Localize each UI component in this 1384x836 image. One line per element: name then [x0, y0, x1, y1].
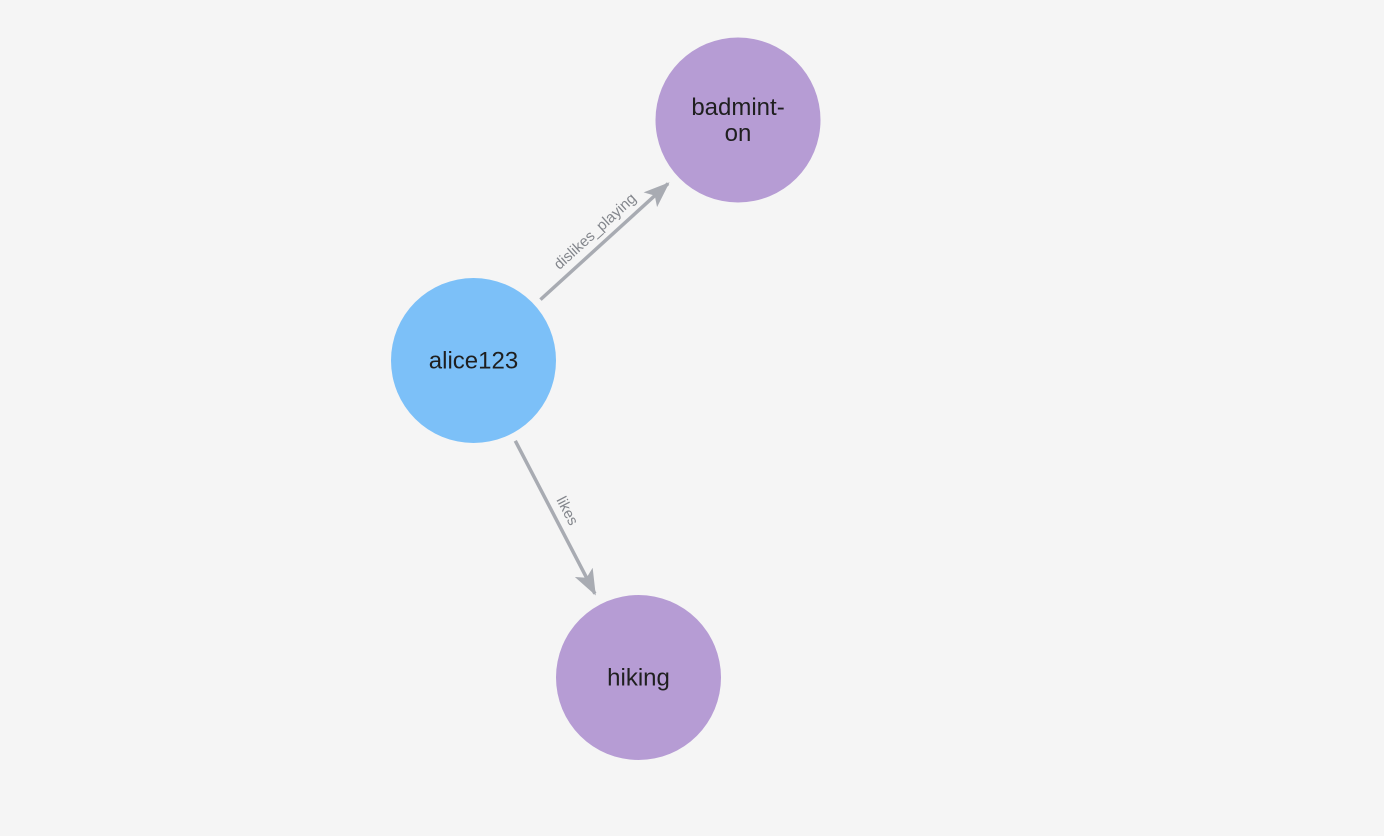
edge-label: dislikes_playing	[551, 190, 640, 273]
node-circle-badminton[interactable]	[655, 37, 821, 203]
graph-node-alice123[interactable]: alice123	[391, 278, 556, 443]
graph-node-badminton[interactable]: badmint-on	[655, 37, 821, 203]
edge-arrow[interactable]	[539, 182, 670, 301]
graph-node-hiking[interactable]: hiking	[556, 595, 721, 760]
node-circle-hiking[interactable]	[556, 595, 721, 760]
graph-edge-alice123-hiking: likes	[513, 439, 597, 596]
node-circle-alice123[interactable]	[391, 278, 556, 443]
graph-edge-alice123-badminton: dislikes_playing	[539, 182, 670, 301]
edge-arrow[interactable]	[513, 439, 597, 596]
